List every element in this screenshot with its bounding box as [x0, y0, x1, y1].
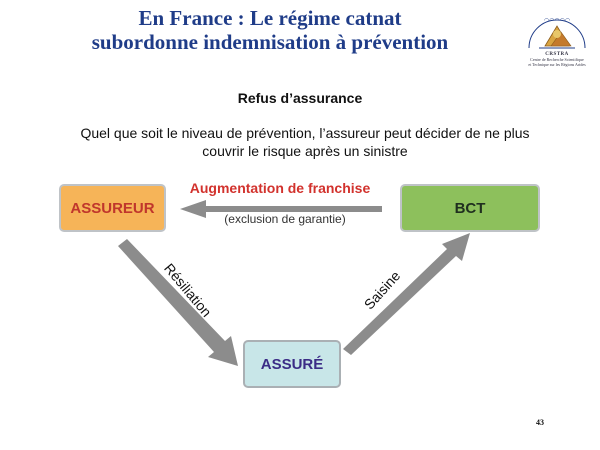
- title-line-2: subordonne indemnisation à prévention: [91, 30, 449, 54]
- node-assureur: ASSUREUR: [59, 184, 166, 232]
- page-number: 43: [536, 418, 544, 427]
- body-text: Quel que soit le niveau de prévention, l…: [40, 124, 570, 160]
- arrow-assureur-to-assure: [118, 239, 238, 366]
- logo-caption: CRSTRA Centre de Recherche Scientifique …: [522, 52, 592, 67]
- crstra-logo: ◠◠◠◠◠: [528, 17, 586, 49]
- svg-text:◠◠◠◠◠: ◠◠◠◠◠: [544, 17, 570, 24]
- arrow-assure-to-bct: [343, 233, 470, 355]
- slide-title: En France : Le régime catnat subordonne …: [40, 6, 500, 54]
- body-line-1: Quel que soit le niveau de prévention, l…: [80, 125, 530, 141]
- logo-name: CRSTRA: [545, 52, 569, 57]
- body-line-2: couvrir le risque après un sinistre: [202, 143, 408, 159]
- edge-sublabel-exclusion: (exclusion de garantie): [224, 212, 346, 226]
- node-bct: BCT: [400, 184, 540, 232]
- edge-label-franchise: Augmentation de franchise: [189, 180, 371, 196]
- logo-line-1: Centre de Recherche Scientifique: [530, 57, 584, 62]
- node-assure: ASSURÉ: [243, 340, 341, 388]
- arrow-bct-to-assureur: [180, 200, 382, 218]
- title-line-1: En France : Le régime catnat: [138, 6, 402, 30]
- logo-line-2: et Technique sur les Régions Arides: [528, 62, 586, 67]
- subheading: Refus d’assurance: [237, 90, 363, 106]
